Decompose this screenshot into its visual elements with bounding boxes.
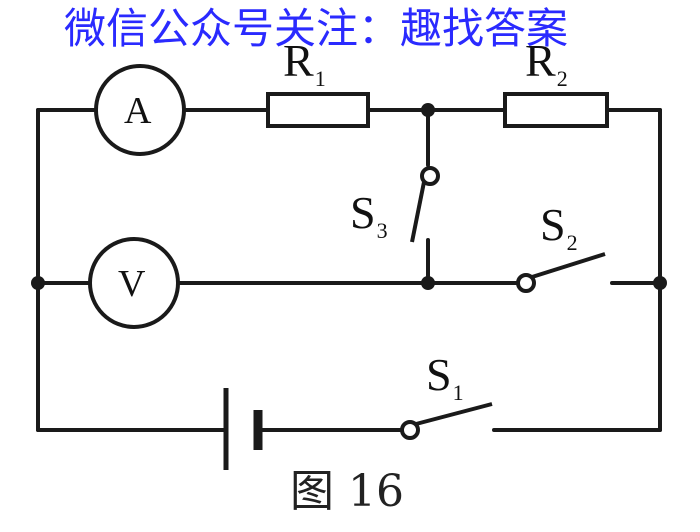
switch-s3-pivot [420,166,440,186]
label-s3-letter: S [350,187,376,238]
label-s2-sub: 2 [566,230,578,255]
label-r1-sub: 1 [314,66,326,91]
figure-caption: 图 16 [290,466,404,517]
switch-s3-blade [410,181,426,243]
junction-left [31,276,45,290]
label-s1: S1 [426,349,464,404]
voltmeter-label: V [118,263,146,305]
label-s3: S3 [350,187,388,242]
junction-right [653,276,667,290]
label-r2: R2 [525,35,568,90]
resistor-r1 [266,92,370,128]
switch-s2-blade [531,252,606,279]
label-r2-letter: R [525,35,556,86]
label-s1-sub: 1 [452,380,464,405]
label-s1-letter: S [426,349,452,400]
label-s2: S2 [540,199,578,254]
watermark-text: 微信公众号关注：趣找答案 [64,4,569,53]
resistor-r2 [503,92,609,128]
switch-s2-pivot [516,273,536,293]
junction-top [421,103,435,117]
voltmeter-circle [88,237,180,329]
label-r1: R1 [283,35,326,90]
switch-s1-pivot [400,420,420,440]
label-r2-sub: 2 [556,66,568,91]
label-r1-letter: R [283,35,314,86]
junction-mid [421,276,435,290]
ammeter-circle [94,64,186,156]
label-s2-letter: S [540,199,566,250]
label-s3-sub: 3 [376,218,388,243]
switch-s1-blade [415,402,493,426]
ammeter-label: A [124,90,152,132]
